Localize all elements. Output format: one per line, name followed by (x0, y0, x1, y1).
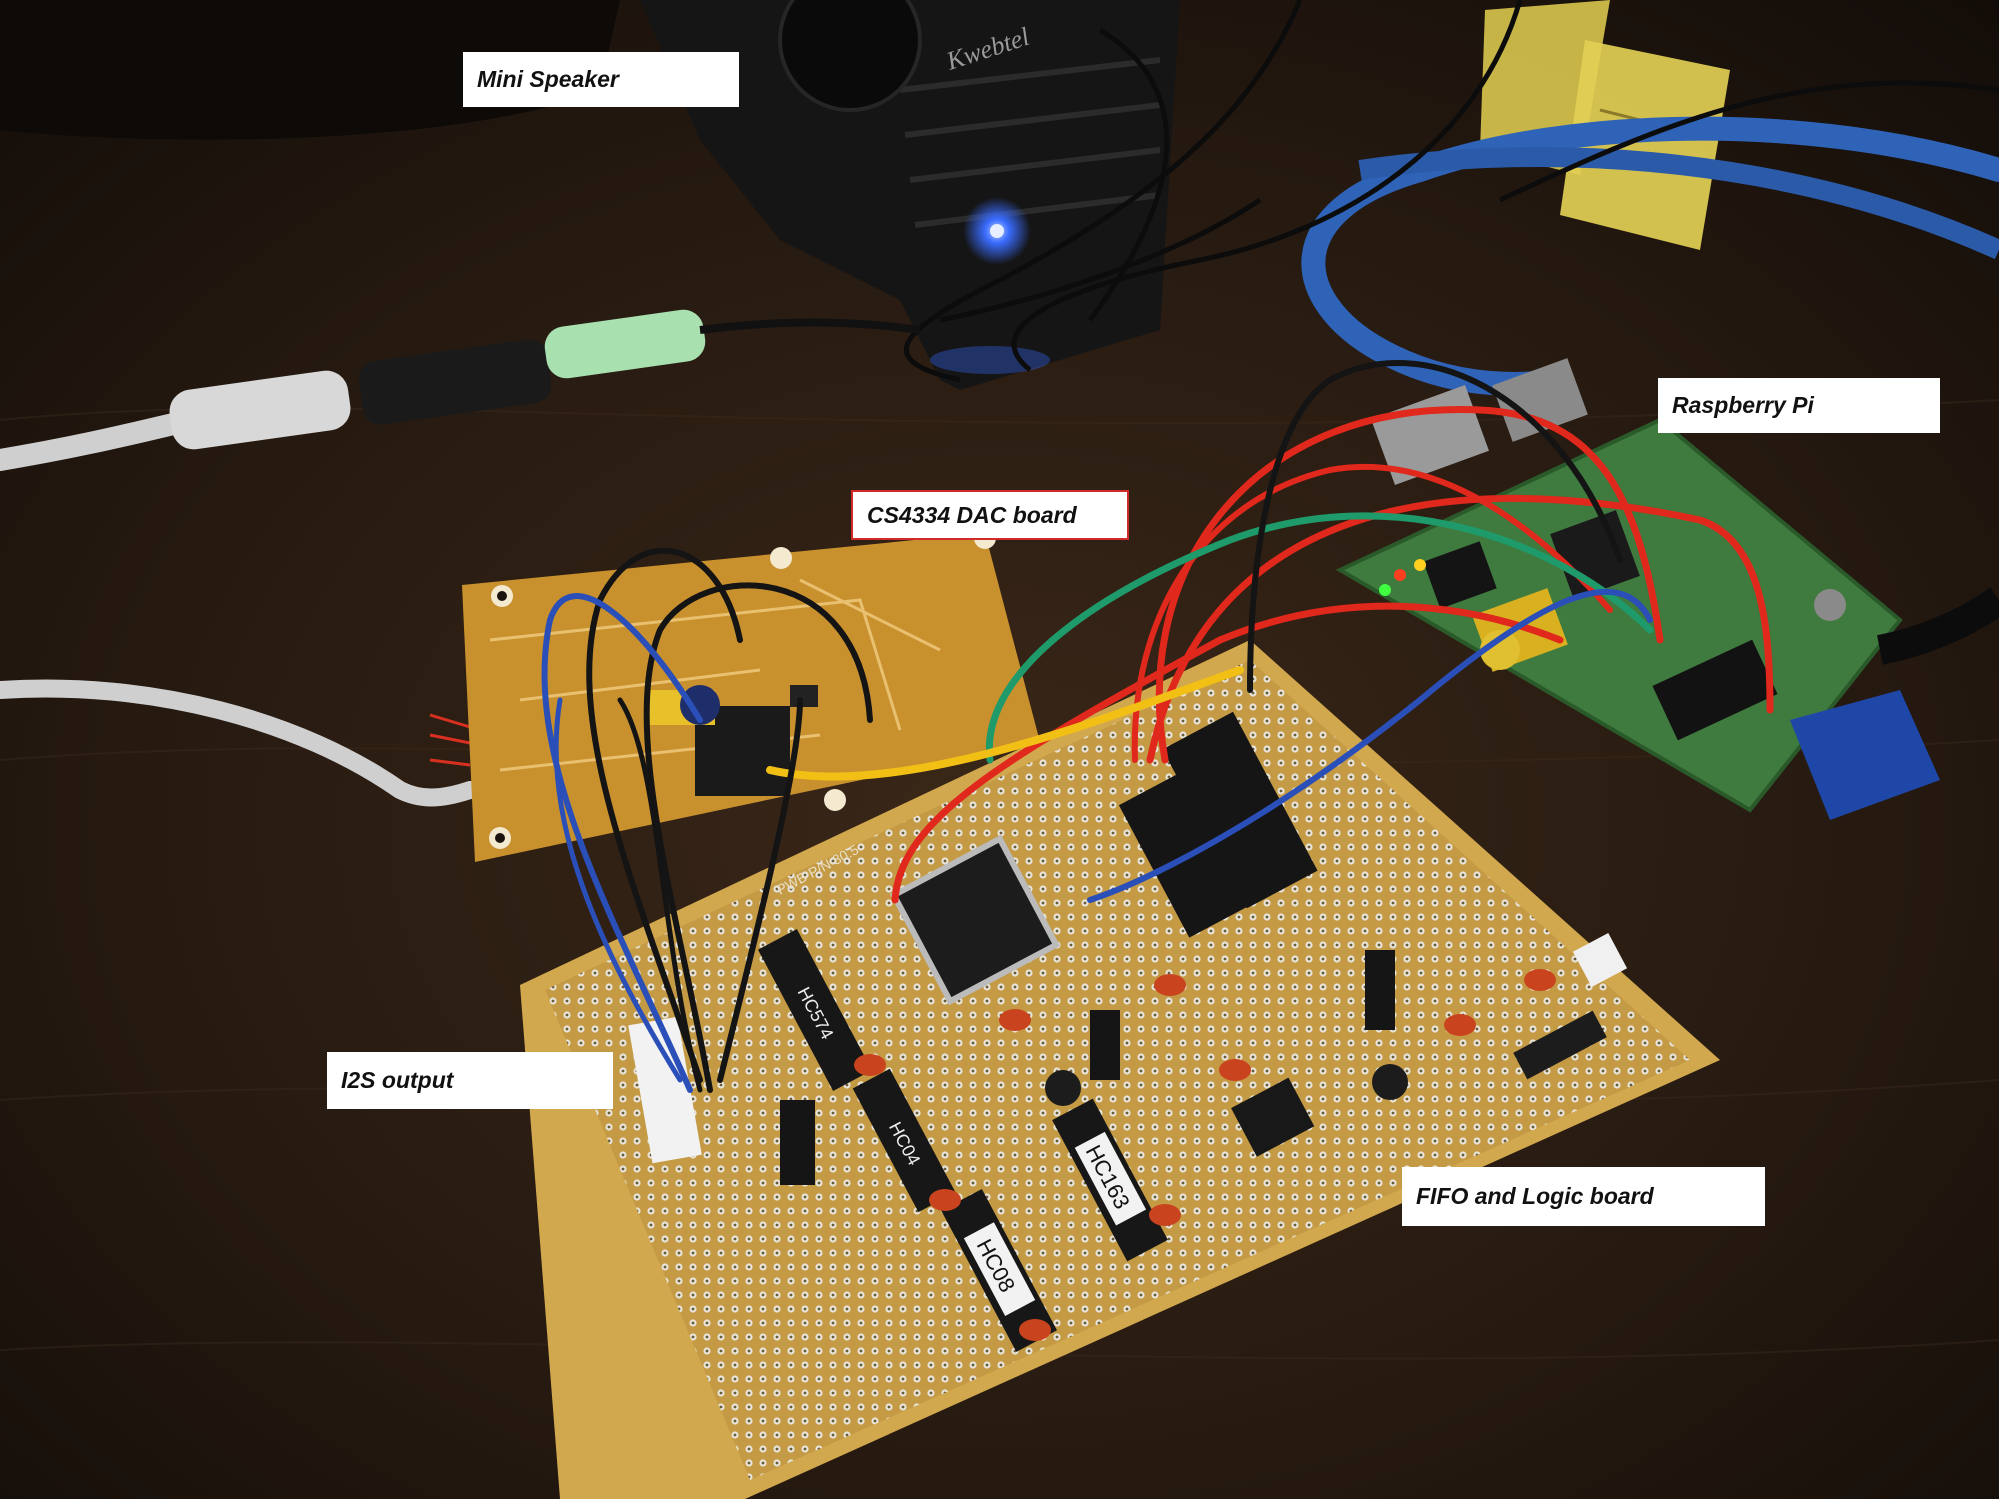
grey-cable-to-dac (0, 679, 479, 807)
label-dac-board: CS4334 DAC board (851, 490, 1129, 540)
label-fifo-logic-board: FIFO and Logic board (1402, 1167, 1765, 1226)
i2s-header (628, 1016, 702, 1164)
chip-hc574: HC574 (758, 929, 872, 1091)
label-raspberry-pi: Raspberry Pi (1658, 378, 1940, 433)
sd-card (1790, 690, 1940, 820)
chip-hc04: HC04 (852, 1068, 956, 1213)
usb-cable (1876, 587, 1999, 665)
fifo-logic-perfboard: PWB P/N 80.5 HC574 HC04 HC163 HC08 (520, 640, 1720, 1499)
ethernet-cable (1301, 116, 1999, 396)
label-mini-speaker: Mini Speaker (463, 52, 739, 107)
jumper-wires (541, 359, 1774, 1093)
audio-cable (0, 309, 921, 471)
label-i2s-output: I2S output (327, 1052, 613, 1109)
black-cables (904, 0, 1999, 383)
